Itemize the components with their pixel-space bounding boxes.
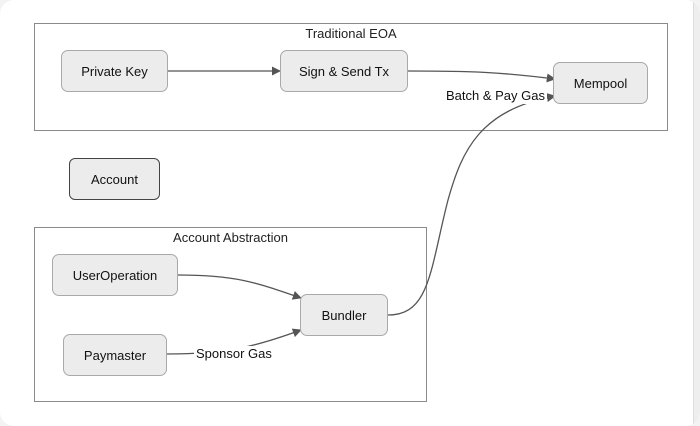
edge-signsend-to-mempool (407, 70, 556, 83)
edge-bundler-to-mempool (387, 93, 556, 316)
node-account[interactable]: Account (69, 158, 160, 200)
edge-label-sponsor-gas: Sponsor Gas (194, 346, 274, 362)
cluster-account-abstraction: Account Abstraction (34, 227, 427, 402)
edge-useroperation-to-bundler (177, 274, 302, 300)
node-sign-send-tx[interactable]: Sign & Send Tx (280, 50, 408, 92)
cluster-traditional-eoa: Traditional EOA (34, 23, 668, 131)
node-paymaster[interactable]: Paymaster (63, 334, 167, 376)
node-bundler[interactable]: Bundler (300, 294, 388, 336)
cluster-title-traditional-eoa: Traditional EOA (305, 26, 397, 41)
node-mempool[interactable]: Mempool (553, 62, 648, 104)
edge-label-batch-pay-gas: Batch & Pay Gas (444, 88, 547, 104)
node-private-key[interactable]: Private Key (61, 50, 168, 92)
window-edge (693, 0, 700, 426)
node-user-operation[interactable]: UserOperation (52, 254, 178, 296)
cluster-title-account-abstraction: Account Abstraction (173, 230, 288, 245)
